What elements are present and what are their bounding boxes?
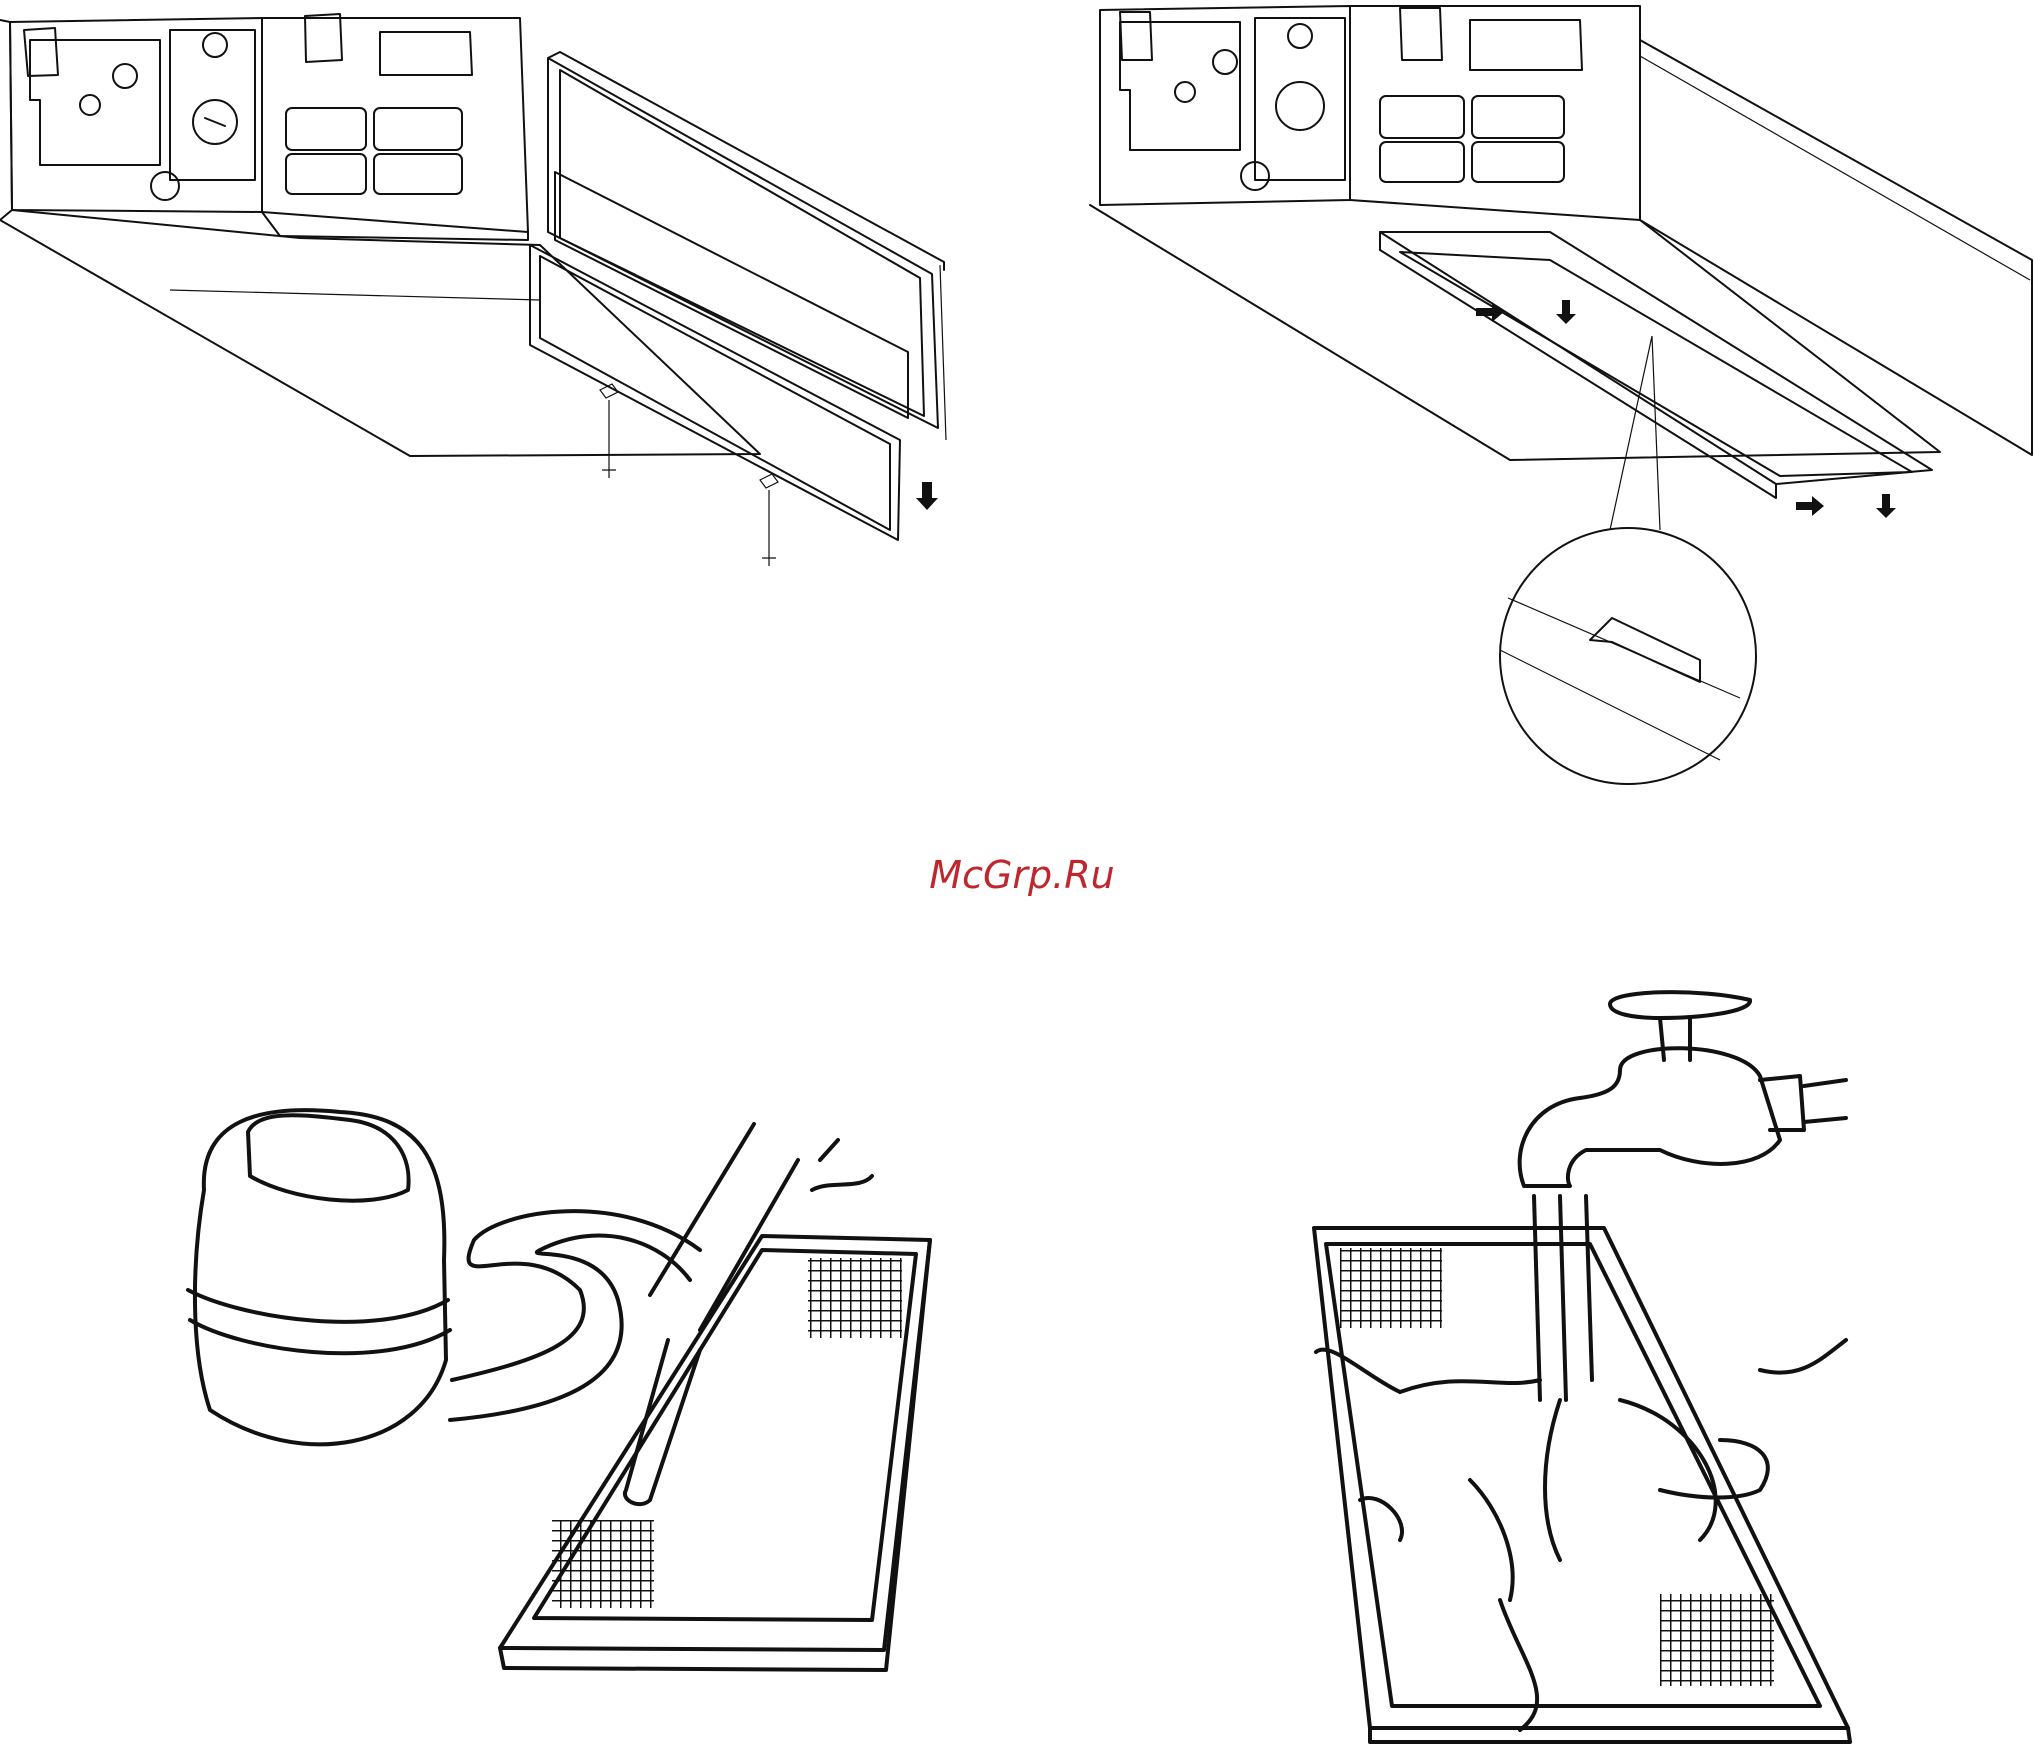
water-tap-icon	[1520, 992, 1846, 1186]
down-arrow-icon	[1876, 494, 1896, 518]
figure-filter-slide-out	[1090, 6, 2032, 784]
figure-filter-removal	[0, 14, 946, 566]
figure-vacuum-cleaning	[188, 1110, 930, 1670]
down-arrow-icon	[916, 482, 938, 510]
magnifier-circle-icon	[1500, 528, 1756, 784]
right-arrow-icon	[1796, 496, 1824, 516]
vacuum-cleaner-icon	[188, 1110, 872, 1504]
down-arrow-icon	[1556, 300, 1576, 324]
watermark-text: McGrp.Ru	[929, 853, 1114, 897]
figure-water-rinse	[1314, 992, 1850, 1742]
